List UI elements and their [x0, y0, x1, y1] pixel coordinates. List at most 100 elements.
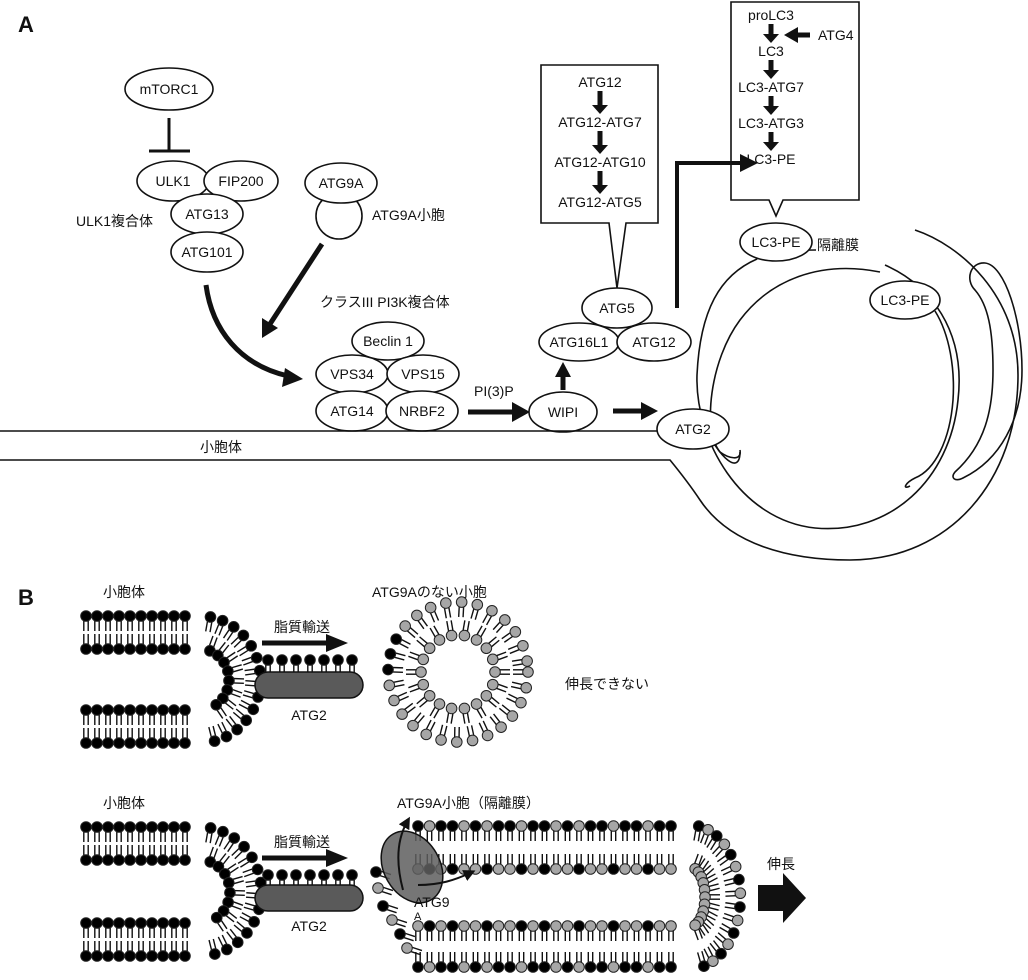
lipid-head — [723, 939, 734, 950]
lipid-head — [180, 611, 191, 622]
atg5-node: ATG5 — [582, 288, 652, 328]
lipid-head — [447, 821, 458, 832]
lipid-head — [223, 878, 234, 889]
atg12-node: ATG12 — [617, 323, 691, 361]
lipid-head — [277, 870, 288, 881]
lipid-head — [242, 928, 253, 939]
lipid-head — [158, 918, 169, 929]
lipid-head — [413, 821, 424, 832]
lipid-head — [574, 962, 585, 973]
lc3-cascade-step: proLC3 — [748, 7, 794, 23]
lipid-head — [470, 821, 481, 832]
svg-text:LC3-PE: LC3-PE — [751, 234, 800, 250]
atg4-label: ATG4 — [818, 27, 854, 43]
lipid-head — [147, 644, 158, 655]
lipid-head — [125, 822, 136, 833]
lipid-head — [223, 666, 234, 677]
lipid-head — [218, 826, 229, 837]
lipid-head — [654, 921, 665, 932]
lipid-head — [643, 821, 654, 832]
lipid-head — [447, 962, 458, 973]
lipid-head — [81, 705, 92, 716]
lipid-head — [225, 887, 236, 898]
lipid-head — [732, 915, 743, 926]
lc3-cascade-step: LC3-ATG7 — [738, 79, 804, 95]
lipid-head — [518, 640, 529, 651]
svg-text:ULK1: ULK1 — [155, 173, 190, 189]
lipid-head — [81, 951, 92, 962]
lipid-head — [103, 855, 114, 866]
lipid-head — [180, 855, 191, 866]
lipid-head — [505, 821, 516, 832]
lipid-head — [385, 649, 396, 660]
lipid-head — [169, 918, 180, 929]
mtorc1-node: mTORC1 — [125, 68, 213, 110]
lipid-head — [103, 738, 114, 749]
lipid-head — [384, 680, 395, 691]
lipid-head — [551, 821, 562, 832]
bottom-atg2-label: ATG2 — [291, 918, 327, 934]
lipid-head — [373, 883, 384, 894]
lipid-head — [631, 921, 642, 932]
lipid-head — [114, 611, 125, 622]
lipid-head — [400, 621, 411, 632]
lipid-head — [114, 705, 125, 716]
svg-text:ATG16L1: ATG16L1 — [550, 334, 609, 350]
lipid-head — [158, 644, 169, 655]
lipid-head — [92, 644, 103, 655]
lipid-head — [620, 962, 631, 973]
lipid-head — [221, 731, 232, 742]
lipid-head — [507, 711, 518, 722]
lipid-head — [125, 918, 136, 929]
lipid-head — [114, 738, 125, 749]
lipid-head — [277, 655, 288, 666]
wipi-to-atg2-arrowhead — [641, 402, 658, 420]
lipid-head — [125, 855, 136, 866]
lipid-head — [481, 643, 492, 654]
lipid-head — [395, 929, 406, 940]
lipid-head — [305, 870, 316, 881]
lipid-head — [436, 735, 447, 746]
lipid-head — [643, 921, 654, 932]
lipid-head — [180, 644, 191, 655]
lipid-head — [180, 738, 191, 749]
svg-text:LC3-PE: LC3-PE — [880, 292, 929, 308]
lipid-head — [147, 738, 158, 749]
lipid-head — [562, 864, 573, 875]
lipid-head — [690, 920, 701, 931]
lipid-head — [735, 902, 746, 913]
lipid-head — [424, 962, 435, 973]
lipid-head — [169, 855, 180, 866]
lipid-head — [92, 855, 103, 866]
lipid-head — [528, 821, 539, 832]
lipid-head — [158, 705, 169, 716]
lipid-head — [436, 821, 447, 832]
lipid-head — [169, 705, 180, 716]
lipid-head — [459, 921, 470, 932]
lipid-head — [472, 599, 483, 610]
lipid-head — [371, 867, 382, 878]
lipid-head — [92, 822, 103, 833]
lipid-head — [459, 962, 470, 973]
lipid-head — [205, 612, 216, 623]
top-atg2-protein — [255, 672, 363, 698]
lipid-head — [408, 720, 419, 731]
panel-a-letter: A — [18, 12, 34, 37]
lipid-head — [459, 821, 470, 832]
lipid-head — [574, 864, 585, 875]
lipid-head — [136, 705, 147, 716]
lipid-head — [516, 821, 527, 832]
atg9a-node: ATG9A — [305, 163, 377, 239]
pi3p-label: PI(3)P — [474, 383, 514, 399]
atg9a-to-pi3k-arrow — [270, 244, 322, 324]
lipid-head — [505, 962, 516, 973]
lipid-head — [211, 699, 222, 710]
lipid-head — [169, 611, 180, 622]
lipid-head — [654, 821, 665, 832]
lipid-head — [562, 921, 573, 932]
lipid-head — [125, 611, 136, 622]
lipid-head — [643, 864, 654, 875]
lipid-head — [136, 918, 147, 929]
lipid-head — [467, 735, 478, 746]
lipid-head — [496, 722, 507, 733]
